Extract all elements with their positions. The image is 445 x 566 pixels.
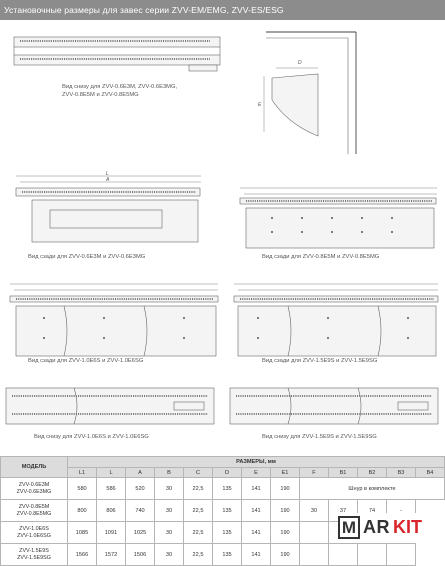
- table-cell: 586: [96, 477, 126, 500]
- table-cell: 190: [270, 543, 300, 566]
- table-cell: 141: [241, 477, 271, 500]
- rear-view-08-drawing: [239, 187, 437, 249]
- col-header: L: [96, 467, 126, 478]
- svg-text:E: E: [258, 102, 262, 108]
- table-cell: 30: [299, 499, 329, 522]
- table-cell: 190: [270, 521, 300, 544]
- logo-ar: AR: [363, 517, 390, 537]
- table-cell: [386, 543, 416, 566]
- table-cell: 135: [212, 543, 242, 566]
- table-cell: 141: [241, 499, 271, 522]
- svg-text:D: D: [298, 60, 302, 66]
- table-cell: 1506: [125, 543, 155, 566]
- caption-bottom-15: Вид снизу для ZVV-1.5E9S и ZVV-1.5E9SG: [262, 434, 377, 440]
- model-name: ZVV-1.0E6S: [19, 525, 49, 532]
- col-header: F: [299, 467, 329, 478]
- model-header: МОДЕЛЬ: [0, 456, 68, 478]
- table-cell: 1025: [125, 521, 155, 544]
- rear-view-15-drawing: [233, 283, 439, 357]
- col-header: A: [125, 467, 155, 478]
- svg-text:A: A: [105, 177, 110, 183]
- caption-rear-08: Вид сзади для ZVV-0.8E5M и ZVV-0.8E5MG: [262, 254, 380, 260]
- col-header: B1: [328, 467, 358, 478]
- col-header: D: [212, 467, 242, 478]
- col-header: B2: [357, 467, 387, 478]
- caption-bottom-view-small-2: ZVV-0.8E5M и ZVV-0.8E5MG: [62, 91, 139, 98]
- model-name: ZVV-0.6E3M: [18, 481, 50, 488]
- table-cell: 22,5: [183, 477, 213, 500]
- model-name: ZVV-0.8E5MG: [16, 510, 52, 517]
- table-cell: 135: [212, 521, 242, 544]
- svg-text:L: L: [106, 171, 109, 177]
- col-header: B4: [415, 467, 445, 478]
- bottom-view-small-drawing: [13, 36, 221, 72]
- table-cell: 806: [96, 499, 126, 522]
- table-cell: 135: [212, 499, 242, 522]
- rear-view-06-drawing: L A: [15, 171, 201, 243]
- caption-rear-15: Вид сзади для ZVV-1.5E9S и ZVV-1.5E9SG: [262, 358, 378, 364]
- table-cell: [328, 543, 358, 566]
- table-cell: 135: [212, 477, 242, 500]
- col-header: B3: [386, 467, 416, 478]
- table-cell: 1566: [67, 543, 97, 566]
- table-cell: 1085: [67, 521, 97, 544]
- table-cell: 800: [67, 499, 97, 522]
- col-header: B: [154, 467, 184, 478]
- table-cell: 740: [125, 499, 155, 522]
- table-cell: 30: [154, 477, 184, 500]
- side-section-drawing: D E: [258, 31, 357, 154]
- table-cell: 1572: [96, 543, 126, 566]
- caption-bottom-view-small-1: Вид снизу для ZVV-0.6E3M, ZVV-0.6E3MG,: [62, 84, 178, 90]
- col-header: L1: [67, 467, 97, 478]
- table-cell: 22,5: [183, 521, 213, 544]
- caption-rear-10: Вид сзади для ZVV-1.0E6S и ZVV-1.0E6SG: [28, 358, 144, 364]
- rear-view-10-drawing: [9, 283, 219, 357]
- model-name: ZVV-0.6E3MG: [16, 488, 52, 495]
- bottom-view-15-drawing: [229, 387, 439, 425]
- model-name: ZVV-1.5E9SG: [17, 554, 51, 561]
- table-cell: 520: [125, 477, 155, 500]
- table-cell: 22,5: [183, 499, 213, 522]
- table-cell: 1091: [96, 521, 126, 544]
- model-name: ZVV-1.5E9S: [19, 547, 49, 554]
- table-cell: 190: [270, 499, 300, 522]
- logo-it: KIT: [393, 517, 422, 537]
- markit-logo: M AR KIT: [338, 513, 422, 543]
- col-header: E: [241, 467, 271, 478]
- col-header: C: [183, 467, 213, 478]
- model-name: ZVV-0.8E5M: [18, 503, 50, 510]
- table-cell: [299, 521, 329, 544]
- table-cell: 190: [270, 477, 300, 500]
- table-cell: 22,5: [183, 543, 213, 566]
- table-cell: 30: [154, 543, 184, 566]
- caption-bottom-10: Вид снизу для ZVV-1.0E6S и ZVV-1.0E6SG: [34, 434, 149, 440]
- col-header: E1: [270, 467, 300, 478]
- page-title: Установочные размеры для завес серии ZVV…: [0, 0, 445, 20]
- table-cell: [357, 543, 387, 566]
- cord-note-cell: Шнур в комплекте: [299, 477, 445, 500]
- logo-m: M: [338, 516, 360, 539]
- model-name: ZVV-1.0E6SG: [17, 532, 51, 539]
- table-cell: 30: [154, 521, 184, 544]
- table-cell: 141: [241, 521, 271, 544]
- caption-rear-06: Вид сзади для ZVV-0.6E3M и ZVV-0.6E3MG: [28, 254, 146, 260]
- table-cell: [299, 543, 329, 566]
- bottom-view-10-drawing: [5, 387, 215, 425]
- dimensions-group-header: РАЗМЕРЫ, мм: [67, 456, 445, 468]
- table-cell: 30: [154, 499, 184, 522]
- table-cell: 141: [241, 543, 271, 566]
- table-cell: 580: [67, 477, 97, 500]
